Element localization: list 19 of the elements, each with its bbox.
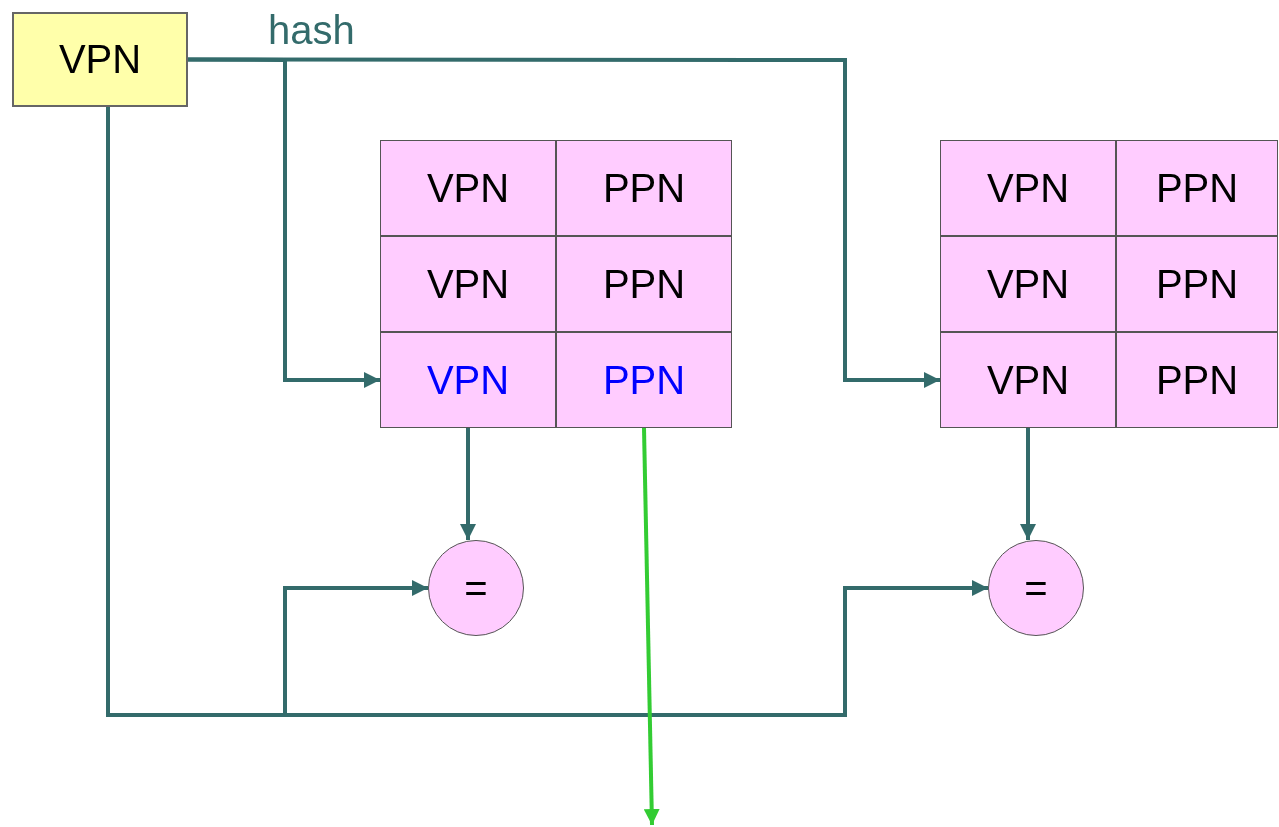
table-cell: PPN — [556, 140, 732, 236]
arrow — [1020, 428, 1036, 540]
table-cell: VPN — [380, 332, 556, 428]
table-cell: PPN — [1116, 236, 1278, 332]
table-cell: VPN — [940, 332, 1116, 428]
table-cell: PPN — [1116, 140, 1278, 236]
arrow — [460, 428, 476, 540]
table-cell: VPN — [380, 236, 556, 332]
arrow — [188, 57, 940, 388]
arrow — [642, 427, 660, 826]
table-cell: VPN — [380, 140, 556, 236]
input-box: VPN — [12, 12, 188, 107]
table-cell: PPN — [1116, 332, 1278, 428]
table-cell: PPN — [556, 332, 732, 428]
table-cell: PPN — [556, 236, 732, 332]
comparator-circle: = — [988, 540, 1084, 636]
table-cell: VPN — [940, 140, 1116, 236]
table-cell: VPN — [940, 236, 1116, 332]
comparator-circle: = — [428, 540, 524, 636]
